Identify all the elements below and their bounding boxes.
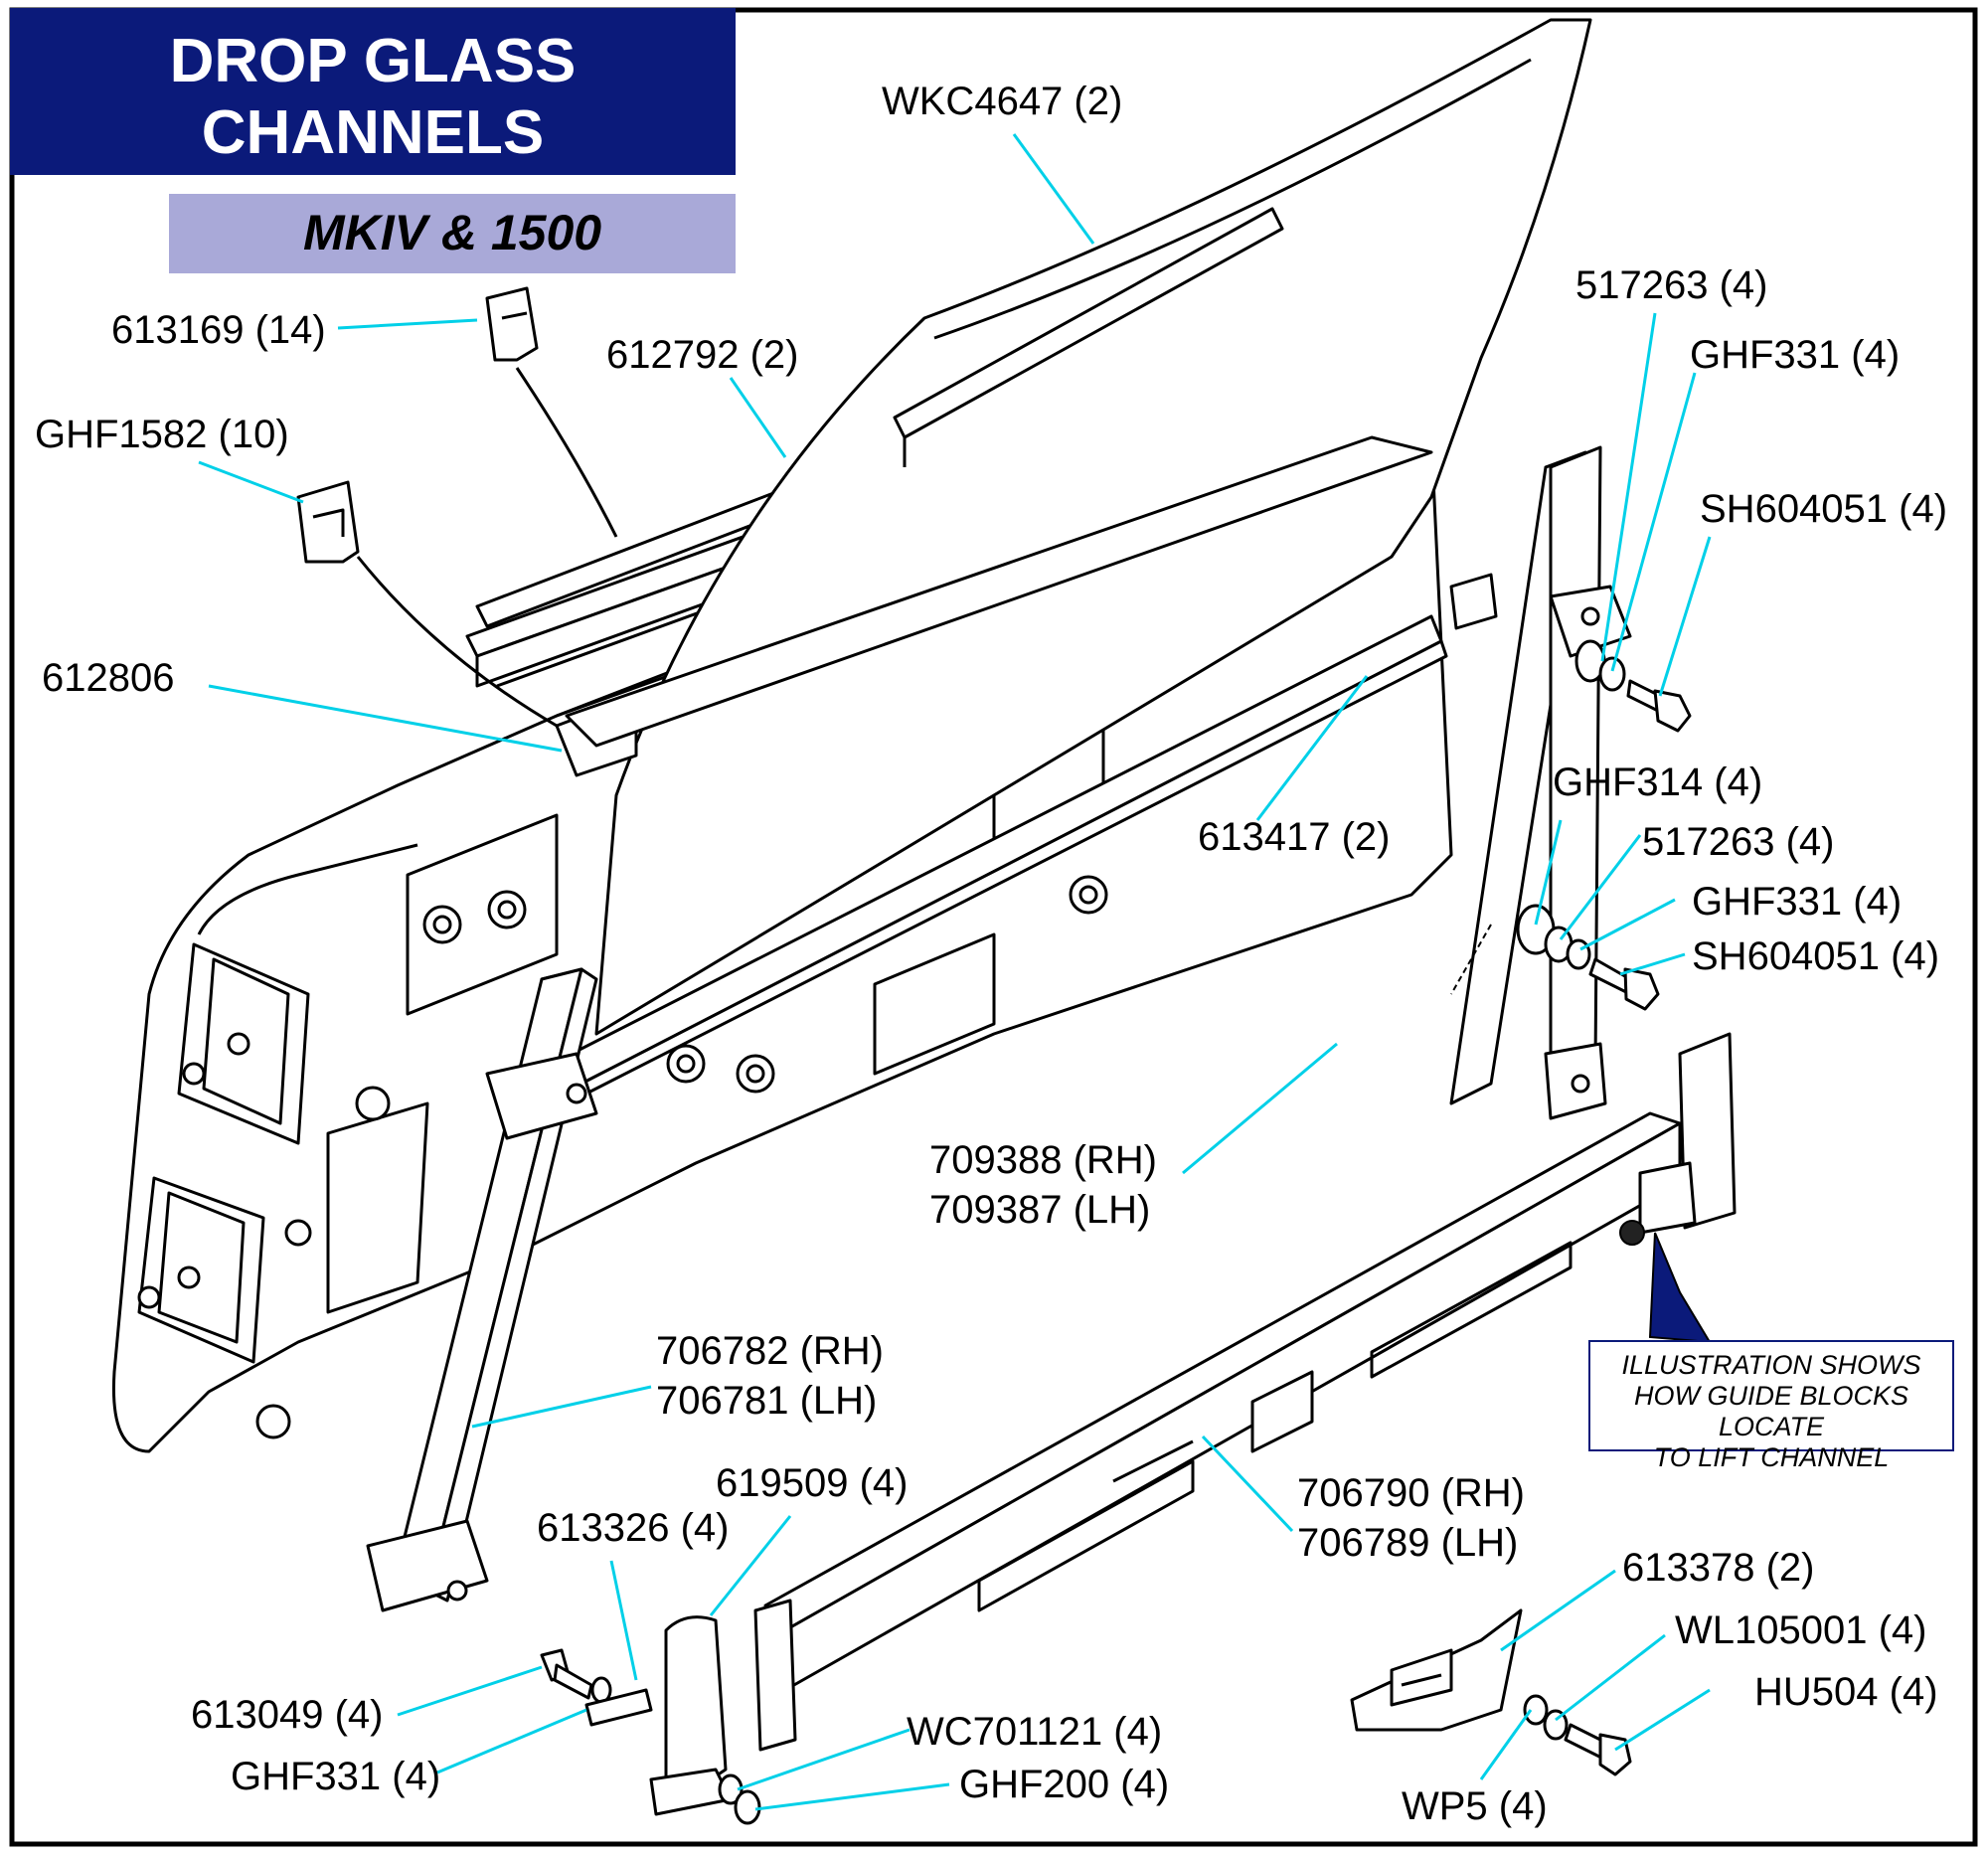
label-706790: 706790 (RH) bbox=[1297, 1471, 1525, 1515]
label-613326: 613326 (4) bbox=[537, 1506, 729, 1550]
part-labels: WKC4647 (2) 613169 (14) 612792 (2) GHF15… bbox=[35, 80, 1947, 1828]
label-612792: 612792 (2) bbox=[606, 333, 798, 377]
label-613169: 613169 (14) bbox=[111, 308, 326, 352]
fasteners-middle bbox=[1450, 904, 1660, 1011]
channel-706782 bbox=[366, 967, 598, 1612]
label-hu504: HU504 (4) bbox=[1754, 1670, 1938, 1714]
guide-block-note-text: ILLUSTRATION SHOWS HOW GUIDE BLOCKS LOCA… bbox=[1621, 1350, 1921, 1472]
guide-block-note: ILLUSTRATION SHOWS HOW GUIDE BLOCKS LOCA… bbox=[1588, 1340, 1954, 1472]
label-wp5: WP5 (4) bbox=[1402, 1784, 1548, 1828]
guide-619509 bbox=[649, 1615, 761, 1825]
fasteners-lower-left bbox=[540, 1648, 653, 1727]
label-ghf200: GHF200 (4) bbox=[959, 1763, 1169, 1806]
label-517263-a: 517263 (4) bbox=[1575, 263, 1767, 307]
label-ghf314: GHF314 (4) bbox=[1553, 760, 1762, 804]
label-wkc4647: WKC4647 (2) bbox=[882, 80, 1122, 123]
label-sh604051-a: SH604051 (4) bbox=[1700, 487, 1947, 531]
label-ghf331-a: GHF331 (4) bbox=[1690, 333, 1900, 377]
clip-ghf1582 bbox=[296, 480, 558, 728]
label-619509: 619509 (4) bbox=[716, 1461, 908, 1505]
label-wl105001: WL105001 (4) bbox=[1675, 1608, 1926, 1652]
label-sh604051-b: SH604051 (4) bbox=[1692, 934, 1939, 978]
label-612806: 612806 bbox=[42, 656, 174, 700]
label-709388: 709388 (RH) bbox=[929, 1138, 1157, 1182]
label-706789: 706789 (LH) bbox=[1297, 1521, 1518, 1565]
label-ghf331-c: GHF331 (4) bbox=[231, 1755, 440, 1798]
label-706782: 706782 (RH) bbox=[656, 1329, 884, 1373]
label-ghf331-b: GHF331 (4) bbox=[1692, 880, 1902, 924]
label-613049: 613049 (4) bbox=[191, 1693, 383, 1737]
bracket-613378 bbox=[1350, 1608, 1632, 1776]
page-title: DROP GLASS CHANNELS & SEALS bbox=[169, 27, 577, 239]
leader-lines bbox=[198, 133, 1712, 1811]
label-613417: 613417 (2) bbox=[1198, 815, 1390, 859]
fasteners-upper bbox=[1574, 639, 1692, 733]
channel-612806 bbox=[555, 435, 1433, 777]
label-706781: 706781 (LH) bbox=[656, 1379, 877, 1423]
glass-wkc4647 bbox=[594, 18, 1592, 1036]
label-ghf1582: GHF1582 (10) bbox=[35, 413, 289, 456]
title-banner: DROP GLASS CHANNELS & SEALS bbox=[10, 8, 736, 239]
label-wc701121: WC701121 (4) bbox=[907, 1710, 1162, 1754]
model-banner: MKIV & 1500 bbox=[169, 194, 736, 273]
label-709387: 709387 (LH) bbox=[929, 1188, 1150, 1232]
lift-channel-706790 bbox=[753, 1032, 1737, 1752]
label-613378: 613378 (2) bbox=[1622, 1546, 1814, 1590]
clip-613169 bbox=[485, 286, 618, 538]
model-subtitle: MKIV & 1500 bbox=[302, 205, 602, 260]
callout-arrow bbox=[1648, 1232, 1712, 1344]
diagram-border bbox=[9, 7, 1978, 1847]
label-517263-b: 517263 (4) bbox=[1642, 820, 1834, 864]
